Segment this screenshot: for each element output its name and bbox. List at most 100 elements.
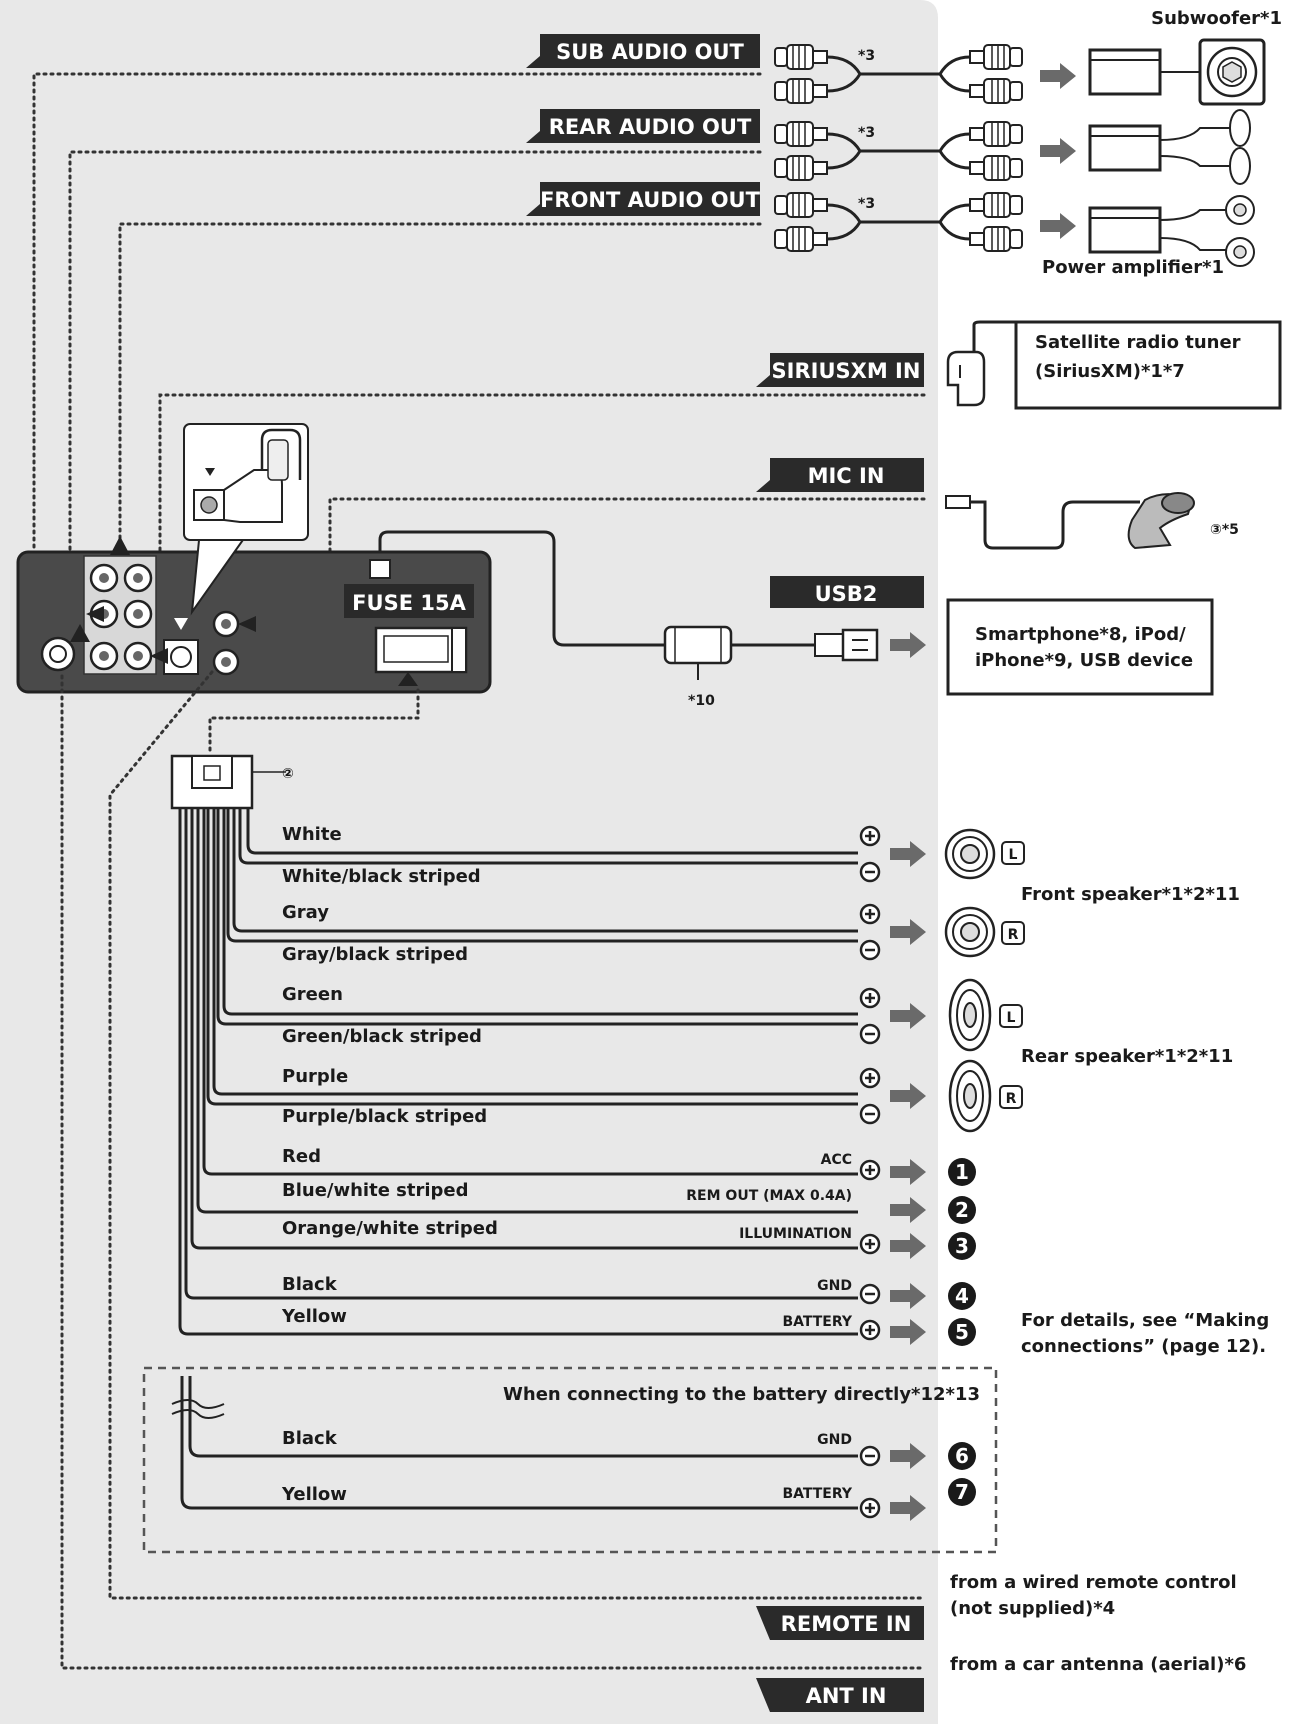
- svg-text:Smartphone*8, iPod/: Smartphone*8, iPod/: [975, 624, 1186, 645]
- fuse-label: FUSE 15A: [344, 584, 474, 618]
- wiring-harness-connector: ②: [170, 754, 294, 810]
- svg-text:FRONT AUDIO OUT: FRONT AUDIO OUT: [540, 188, 761, 212]
- mic-jack: [212, 610, 240, 638]
- svg-text:3: 3: [955, 1234, 969, 1258]
- svg-text:5: 5: [955, 1320, 969, 1344]
- subwoofer-label: Subwoofer*1: [1151, 8, 1282, 29]
- rear-speaker-label: Rear speaker*1*2*11: [1021, 1046, 1233, 1067]
- battery-wire-label-black: Black: [282, 1428, 338, 1449]
- usb-device-box: Smartphone*8, iPod/ iPhone*9, USB device: [946, 598, 1214, 696]
- power-amplifier-label: Power amplifier*1: [1042, 257, 1224, 278]
- wire-label-yellow: Yellow: [281, 1306, 347, 1327]
- wire-label-green-black: Green/black striped: [282, 1026, 482, 1047]
- rear-left-speaker-icon: L: [948, 978, 1023, 1052]
- svg-text:R: R: [1006, 1091, 1017, 1107]
- remote-jack: [212, 648, 240, 676]
- remote-text-line1: from a wired remote control: [950, 1572, 1237, 1593]
- usb2-tag: USB2: [770, 576, 924, 608]
- svg-text:7: 7: [955, 1480, 969, 1504]
- siriusxm-dotted-line: [158, 393, 926, 638]
- power-number-badges: 1 2 3 4 5: [948, 1158, 976, 1346]
- sub-rca-cables: *3: [774, 44, 1023, 104]
- front-amplifier-icon: [1088, 195, 1255, 267]
- usb-port: [369, 559, 391, 579]
- svg-text:4: 4: [955, 1284, 969, 1308]
- wire-label-blue-white: Blue/white striped: [282, 1180, 469, 1201]
- siriusxm-connector-callout: [183, 423, 309, 616]
- remote-dotted-line: [108, 670, 926, 1600]
- svg-text:*10: *10: [688, 693, 715, 709]
- rear-rca-cables: *3: [774, 121, 1023, 181]
- svg-text:*3: *3: [858, 48, 875, 64]
- func-acc: ACC: [821, 1152, 852, 1168]
- siriusxm-connector-icon: [946, 320, 1016, 407]
- rear-amplifier-icon: [1088, 109, 1251, 185]
- svg-text:REAR AUDIO OUT: REAR AUDIO OUT: [549, 115, 752, 139]
- remote-text-line2: (not supplied)*4: [950, 1598, 1115, 1619]
- battery-direct-box: [142, 1366, 998, 1554]
- svg-text:6: 6: [955, 1444, 969, 1468]
- mic-in-tag: MIC IN: [756, 458, 924, 492]
- usb-plug-icon: [814, 628, 879, 662]
- svg-text:L: L: [1007, 1010, 1016, 1026]
- wire-label-purple-black: Purple/black striped: [282, 1106, 487, 1127]
- battery-wire-label-yellow: Yellow: [281, 1484, 347, 1505]
- microphone-icon: ③*5: [945, 492, 1239, 550]
- details-text-line1: For details, see “Making: [1021, 1310, 1269, 1331]
- sub-amplifier-icon: [1088, 48, 1200, 96]
- svg-text:*3: *3: [858, 196, 875, 212]
- svg-text:L: L: [1009, 847, 1018, 863]
- svg-text:SIRIUSXM IN: SIRIUSXM IN: [772, 359, 921, 383]
- wire-label-white: White: [282, 824, 342, 845]
- antenna-jack: [40, 636, 76, 672]
- svg-text:SUB AUDIO OUT: SUB AUDIO OUT: [556, 40, 744, 64]
- antenna-dotted-line: [60, 674, 926, 1670]
- wire-label-gray: Gray: [282, 902, 329, 923]
- rear-right-speaker-icon: R: [948, 1059, 1023, 1133]
- battery-direct-title: When connecting to the battery directly*…: [503, 1384, 980, 1405]
- func-illumination: ILLUMINATION: [739, 1226, 852, 1242]
- wire-label-white-black: White/black striped: [282, 866, 481, 887]
- ant-in-tag: ANT IN: [756, 1678, 924, 1712]
- power-wires: [178, 808, 858, 1336]
- svg-text:*3: *3: [858, 125, 875, 141]
- svg-text:USB2: USB2: [815, 582, 878, 606]
- satellite-radio-tuner-box: Satellite radio tuner (SiriusXM)*1*7: [1014, 320, 1282, 410]
- wire-label-black: Black: [282, 1274, 338, 1295]
- wire-label-orange-white: Orange/white striped: [282, 1218, 498, 1239]
- svg-text:iPhone*9, USB device: iPhone*9, USB device: [975, 650, 1193, 671]
- usb-cable: [378, 530, 665, 647]
- rear-audio-out-tag: REAR AUDIO OUT: [526, 109, 760, 143]
- speaker-wires: [206, 808, 858, 1106]
- power-connector-socket: [374, 626, 468, 674]
- wire-label-red: Red: [282, 1146, 321, 1167]
- func-battery: BATTERY: [782, 1314, 852, 1330]
- svg-text:1: 1: [955, 1160, 969, 1184]
- head-unit-rear-panel: FUSE 15A: [16, 550, 492, 694]
- wire-label-green: Green: [282, 984, 343, 1005]
- svg-text:MIC IN: MIC IN: [808, 464, 885, 488]
- battery-number-badges: 6 7: [948, 1442, 976, 1506]
- func-gnd: GND: [817, 1278, 852, 1294]
- svg-text:FUSE 15A: FUSE 15A: [352, 591, 466, 615]
- remote-in-tag: REMOTE IN: [756, 1606, 924, 1640]
- details-text-line2: connections” (page 12).: [1021, 1336, 1266, 1357]
- front-audio-out-tag: FRONT AUDIO OUT: [526, 182, 761, 216]
- battery-func-battery: BATTERY: [782, 1486, 852, 1502]
- front-right-speaker-icon: R: [944, 906, 1025, 958]
- wire-label-gray-black: Gray/black striped: [282, 944, 468, 965]
- harness-dotted-line: [208, 688, 420, 756]
- wire-label-purple: Purple: [282, 1066, 348, 1087]
- svg-text:ANT IN: ANT IN: [806, 1684, 887, 1708]
- svg-text:2: 2: [955, 1198, 969, 1222]
- front-speaker-label: Front speaker*1*2*11: [1021, 884, 1240, 905]
- connector-ref-label: ②: [282, 766, 294, 782]
- svg-text:(SiriusXM)*1*7: (SiriusXM)*1*7: [1035, 361, 1185, 382]
- front-out-dotted-line: [118, 222, 762, 557]
- front-rca-cables: *3: [774, 192, 1023, 252]
- svg-text:Satellite radio tuner: Satellite radio tuner: [1035, 332, 1241, 353]
- front-left-speaker-icon: L: [944, 828, 1025, 880]
- svg-text:REMOTE IN: REMOTE IN: [781, 1612, 912, 1636]
- siriusxm-jack: [163, 618, 199, 675]
